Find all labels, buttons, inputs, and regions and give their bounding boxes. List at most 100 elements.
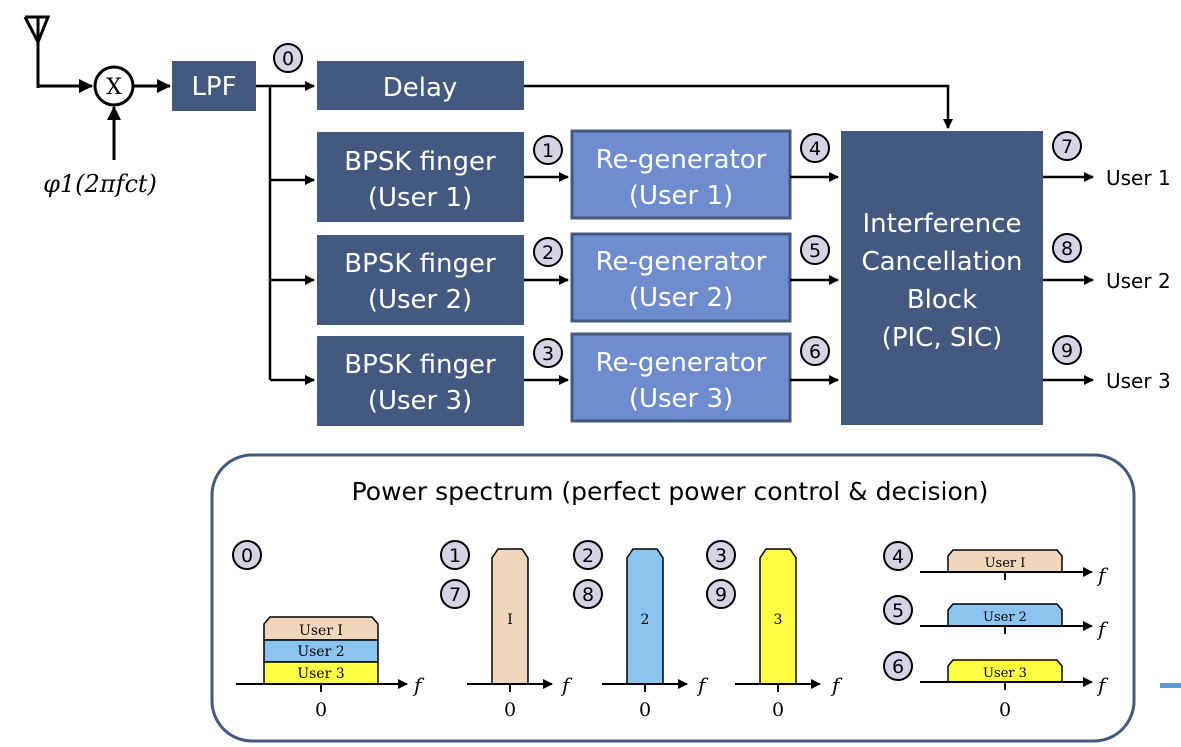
regenerator-user2: Re-generator (User 2) <box>570 232 792 323</box>
mixer-label: X <box>106 75 122 100</box>
panel-marker-6: 6 <box>883 651 913 681</box>
lpf-label: LPF <box>191 72 236 102</box>
svg-text:(User 3): (User 3) <box>629 384 733 414</box>
svg-text:3: 3 <box>542 343 554 365</box>
spectrum-flat-user3: User 3 f 0 <box>920 659 1109 721</box>
svg-text:User 2: User 2 <box>983 610 1027 625</box>
svg-text:9: 9 <box>715 584 727 606</box>
marker-2: 2 <box>533 237 563 267</box>
svg-text:0: 0 <box>639 699 651 721</box>
carrier-label: φ1(2πfct) <box>43 170 157 198</box>
svg-text:0: 0 <box>772 699 784 721</box>
svg-text:0: 0 <box>315 699 327 721</box>
svg-text:7: 7 <box>449 584 461 606</box>
svg-text:0: 0 <box>282 48 294 70</box>
panel-marker-2: 2 <box>573 540 603 570</box>
svg-text:(User 2): (User 2) <box>368 285 472 315</box>
regenerator-user1: Re-generator (User 1) <box>570 129 792 220</box>
svg-text:User 3: User 3 <box>297 666 344 682</box>
svg-text:2: 2 <box>542 242 554 264</box>
regenerator-user3: Re-generator (User 3) <box>570 332 792 423</box>
svg-text:Re-generator: Re-generator <box>596 247 767 277</box>
svg-text:(PIC, SIC): (PIC, SIC) <box>882 323 1003 353</box>
panel-marker-1: 1 <box>440 540 470 570</box>
bpsk-finger-user3: BPSK finger (User 3) <box>317 336 524 426</box>
panel-marker-4: 4 <box>883 541 913 571</box>
svg-text:I: I <box>507 612 513 628</box>
svg-text:6: 6 <box>809 341 821 363</box>
svg-text:(User 1): (User 1) <box>368 183 472 213</box>
output-user1: User 1 <box>1106 166 1171 190</box>
svg-text:BPSK finger: BPSK finger <box>344 249 496 279</box>
output-user3: User 3 <box>1106 369 1171 393</box>
output-arrows <box>1043 172 1094 385</box>
spectrum-0-stacked: User I User 2 User 3 f 0 <box>236 616 425 721</box>
panel-marker-7: 7 <box>440 579 470 609</box>
svg-text:6: 6 <box>892 656 904 678</box>
svg-text:0: 0 <box>504 699 516 721</box>
svg-text:1: 1 <box>449 545 461 567</box>
svg-text:2: 2 <box>582 545 594 567</box>
bpsk-finger-user1: BPSK finger (User 1) <box>317 132 524 222</box>
svg-text:User 2: User 2 <box>297 644 344 660</box>
output-user2: User 2 <box>1106 269 1171 293</box>
spectrum-user2-tall: 2 f 0 <box>602 548 709 721</box>
marker-0: 0 <box>273 43 303 73</box>
svg-text:4: 4 <box>809 138 821 160</box>
panel-marker-9: 9 <box>706 579 736 609</box>
svg-text:0: 0 <box>241 545 253 567</box>
spectrum-user3-tall: 3 f 0 <box>735 548 843 721</box>
svg-text:BPSK finger: BPSK finger <box>344 350 496 380</box>
marker-1: 1 <box>533 135 563 165</box>
svg-text:(User 1): (User 1) <box>629 181 733 211</box>
bpsk-finger-user2: BPSK finger (User 2) <box>317 235 524 325</box>
marker-6: 6 <box>800 336 830 366</box>
svg-text:Block: Block <box>907 285 977 315</box>
marker-7: 7 <box>1052 131 1082 161</box>
svg-text:User 3: User 3 <box>983 666 1027 681</box>
svg-text:1: 1 <box>542 140 554 162</box>
panel-marker-0: 0 <box>232 540 262 570</box>
svg-text:4: 4 <box>892 546 904 568</box>
panel-marker-3: 3 <box>706 540 736 570</box>
delay-label: Delay <box>383 73 458 103</box>
spectrum-flat-user2: User 2 f <box>920 603 1109 641</box>
lpf-block: LPF <box>172 61 256 111</box>
antenna-icon <box>23 15 93 93</box>
spectrum-user1-tall: I f 0 <box>467 548 573 721</box>
finger-to-regen-arrows <box>524 172 569 385</box>
panel-marker-5: 5 <box>883 595 913 625</box>
svg-text:Re-generator: Re-generator <box>596 348 767 378</box>
svg-text:5: 5 <box>892 600 904 622</box>
distribution-lines <box>256 81 315 385</box>
svg-text:5: 5 <box>809 240 821 262</box>
marker-3: 3 <box>533 338 563 368</box>
svg-text:BPSK finger: BPSK finger <box>344 147 496 177</box>
svg-text:3: 3 <box>774 612 783 628</box>
delay-block: Delay <box>317 61 524 110</box>
marker-4: 4 <box>800 133 830 163</box>
svg-text:Cancellation: Cancellation <box>861 247 1022 277</box>
marker-9: 9 <box>1052 335 1082 365</box>
svg-text:User I: User I <box>299 623 343 639</box>
svg-text:8: 8 <box>1061 238 1073 260</box>
svg-text:0: 0 <box>999 699 1011 721</box>
svg-text:(User 3): (User 3) <box>368 386 472 416</box>
svg-text:Interference: Interference <box>862 209 1021 239</box>
marker-8: 8 <box>1052 233 1082 263</box>
svg-text:User I: User I <box>985 556 1026 571</box>
svg-text:3: 3 <box>715 545 727 567</box>
accent-bar <box>1160 683 1181 688</box>
panel-marker-8: 8 <box>573 579 603 609</box>
svg-text:8: 8 <box>582 584 594 606</box>
mixer: X <box>93 65 135 107</box>
svg-text:(User 2): (User 2) <box>629 283 733 313</box>
interference-cancellation-block: Interference Cancellation Block (PIC, SI… <box>841 131 1043 425</box>
marker-5: 5 <box>800 235 830 265</box>
spectrum-title: Power spectrum (perfect power control & … <box>352 477 989 506</box>
regen-to-ic-arrows <box>790 172 839 385</box>
svg-text:Re-generator: Re-generator <box>596 145 767 175</box>
delay-to-ic-arrow <box>524 84 953 129</box>
svg-text:7: 7 <box>1061 136 1073 158</box>
